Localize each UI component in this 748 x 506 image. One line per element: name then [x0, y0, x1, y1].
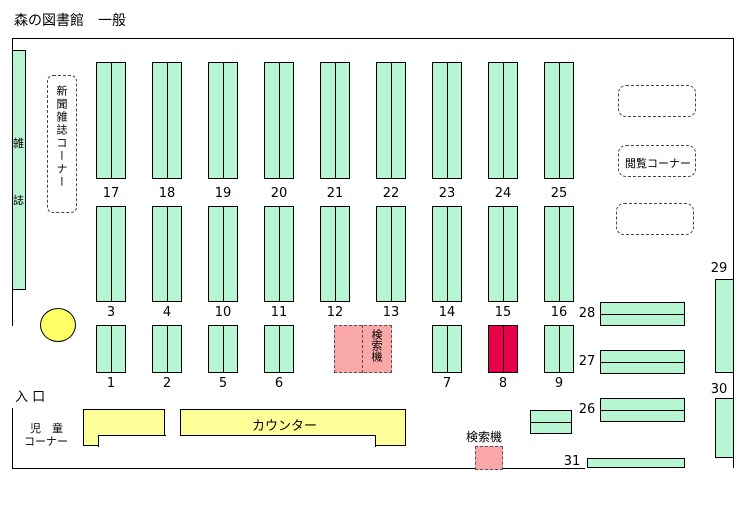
- shelf-4[interactable]: [152, 206, 182, 302]
- shelf-20[interactable]: [264, 62, 294, 179]
- shelf-number: 24: [494, 186, 512, 201]
- shelf-number: 10: [214, 305, 232, 320]
- shelf-13[interactable]: [376, 206, 406, 302]
- shelf-29[interactable]: [715, 279, 734, 373]
- shelf-number: 28: [578, 306, 596, 321]
- lamp-icon: [40, 308, 76, 342]
- shelf-24[interactable]: [488, 62, 518, 179]
- wall-left-lower: [12, 408, 13, 468]
- wall-right: [733, 38, 734, 468]
- shelf-number: 23: [438, 186, 456, 201]
- shelf-10[interactable]: [208, 206, 238, 302]
- shelf-number: 11: [270, 305, 288, 320]
- shelf-number: 6: [274, 376, 284, 391]
- shelf-23[interactable]: [432, 62, 462, 179]
- reading-table[interactable]: [616, 203, 694, 235]
- counter-main-notch: [180, 435, 376, 447]
- shelf-number: 22: [382, 186, 400, 201]
- magazine-rack[interactable]: [12, 50, 26, 290]
- shelf-number: 30: [710, 382, 728, 397]
- newspaper-corner-label: 新聞雑誌コーナー: [55, 85, 68, 189]
- shelf-3[interactable]: [96, 206, 126, 302]
- shelf-number: 8: [498, 376, 508, 391]
- magazine-label-top: 雑: [13, 137, 24, 150]
- shelf-number: 14: [438, 305, 456, 320]
- shelf-number: 26: [578, 402, 596, 417]
- magazine-label-bottom: 誌: [13, 194, 24, 207]
- search-terminal-label: 検索機: [466, 430, 503, 444]
- search-terminal[interactable]: [334, 325, 392, 373]
- shelf-number: 20: [270, 186, 288, 201]
- shelf-19[interactable]: [208, 62, 238, 179]
- shelf-number: 19: [214, 186, 232, 201]
- shelf-number: 25: [550, 186, 568, 201]
- counter-label: カウンター: [252, 419, 318, 434]
- shelf-15[interactable]: [488, 206, 518, 302]
- shelf-26[interactable]: [600, 398, 685, 422]
- shelf-31[interactable]: [587, 458, 685, 468]
- shelf-11[interactable]: [264, 206, 294, 302]
- wall-top: [12, 38, 733, 39]
- shelf-6[interactable]: [264, 325, 294, 373]
- shelf-9[interactable]: [544, 325, 574, 373]
- shelf-2[interactable]: [152, 325, 182, 373]
- newspaper-corner[interactable]: [47, 75, 77, 213]
- shelf-small[interactable]: [530, 410, 572, 434]
- shelf-number: 4: [162, 305, 172, 320]
- shelf-16[interactable]: [544, 206, 574, 302]
- reading-corner-label: 閲覧コーナー: [625, 157, 691, 170]
- shelf-25[interactable]: [544, 62, 574, 179]
- shelf-number: 5: [218, 376, 228, 391]
- shelf-8-highlighted[interactable]: [488, 325, 518, 373]
- shelf-number: 16: [550, 305, 568, 320]
- shelf-number: 3: [106, 305, 116, 320]
- shelf-7[interactable]: [432, 325, 462, 373]
- children-corner-label-1: 児 童: [30, 422, 63, 435]
- shelf-number: 27: [578, 354, 596, 369]
- shelf-number: 21: [326, 186, 344, 201]
- search-terminal[interactable]: [475, 446, 503, 470]
- shelf-number: 13: [382, 305, 400, 320]
- shelf-22[interactable]: [376, 62, 406, 179]
- shelf-number: 29: [710, 261, 728, 276]
- search-terminal-divider: [362, 325, 363, 373]
- counter-left-notch: [98, 435, 166, 447]
- shelf-number: 18: [158, 186, 176, 201]
- shelf-number: 1: [106, 376, 116, 391]
- wall-bottom: [12, 468, 585, 469]
- shelf-12[interactable]: [320, 206, 350, 302]
- shelf-27[interactable]: [600, 350, 685, 374]
- shelf-21[interactable]: [320, 62, 350, 179]
- shelf-14[interactable]: [432, 206, 462, 302]
- shelf-number: 15: [494, 305, 512, 320]
- shelf-number: 12: [326, 305, 344, 320]
- shelf-number: 17: [102, 186, 120, 201]
- search-terminal-label: 検索機: [370, 329, 383, 362]
- shelf-18[interactable]: [152, 62, 182, 179]
- shelf-number: 31: [563, 454, 581, 469]
- reading-corner[interactable]: [618, 145, 696, 177]
- shelf-17[interactable]: [96, 62, 126, 179]
- reading-table[interactable]: [618, 85, 696, 117]
- shelf-number: 2: [162, 376, 172, 391]
- shelf-number: 9: [554, 376, 564, 391]
- shelf-30[interactable]: [715, 398, 734, 458]
- children-corner-label-2: コーナー: [24, 435, 68, 448]
- shelf-5[interactable]: [208, 325, 238, 373]
- entrance-label: 入 口: [15, 390, 46, 405]
- page-title: 森の図書館 一般: [14, 13, 126, 29]
- shelf-1[interactable]: [96, 325, 126, 373]
- shelf-28[interactable]: [600, 302, 685, 326]
- shelf-number: 7: [442, 376, 452, 391]
